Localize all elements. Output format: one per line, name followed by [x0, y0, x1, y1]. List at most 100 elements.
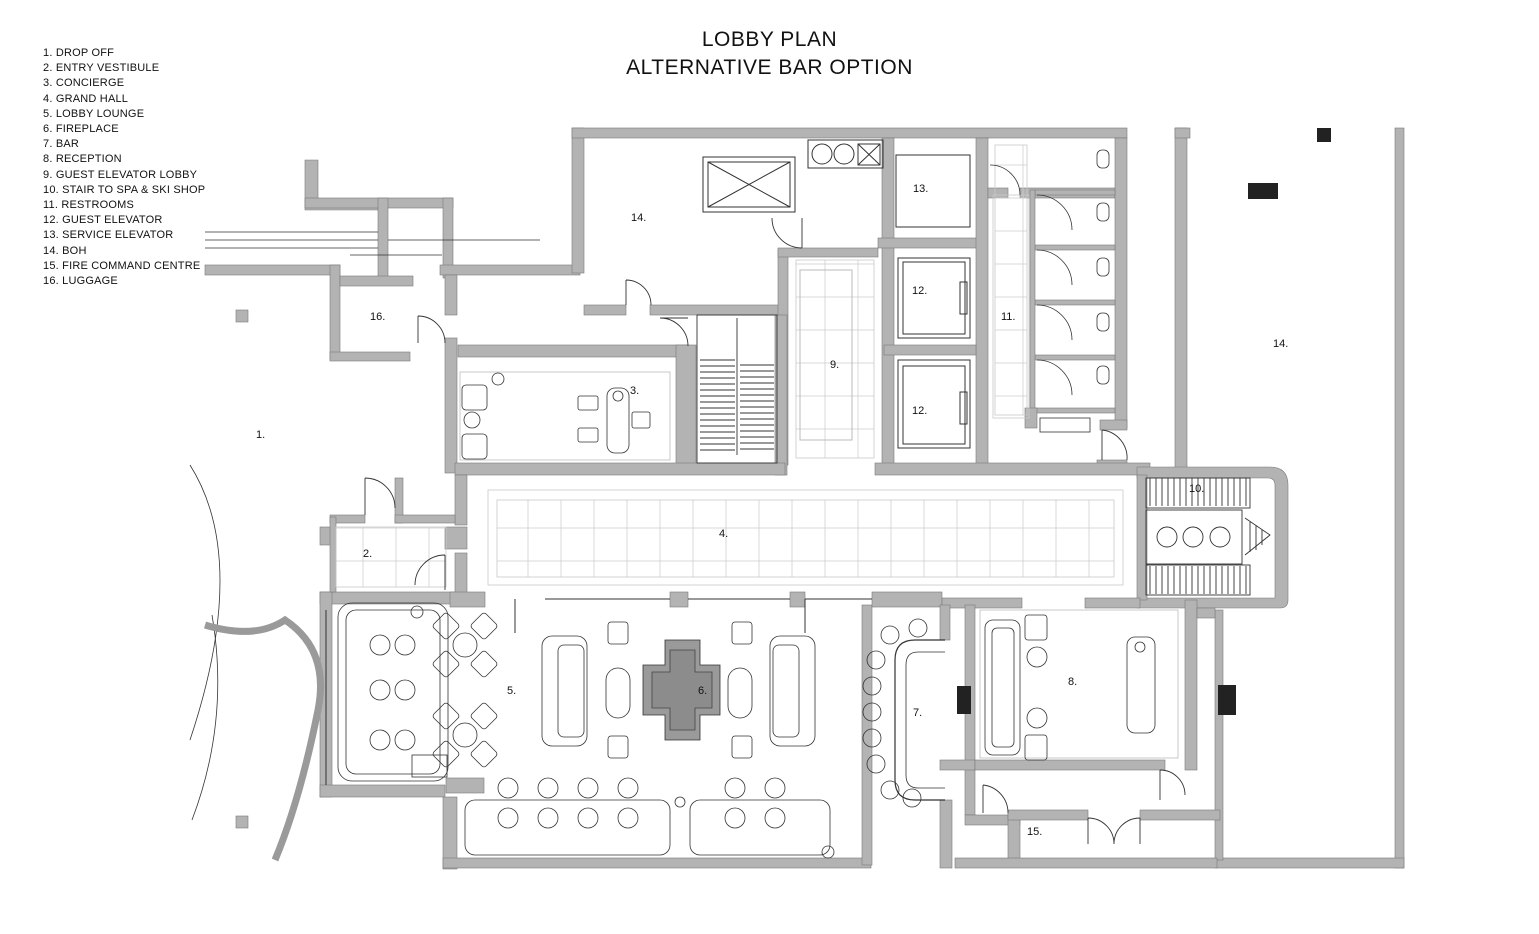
- room-label-service-elevator: 13.: [913, 183, 928, 195]
- ottoman: [727, 667, 753, 719]
- wall-segment: [329, 264, 341, 361]
- stool: [724, 777, 746, 799]
- dining-set: [432, 612, 498, 678]
- stair-treads: [1149, 566, 1247, 594]
- wall-segment: [675, 344, 697, 474]
- stool: [497, 807, 519, 829]
- wall-segment: [1034, 299, 1116, 306]
- wall-segment: [777, 247, 879, 258]
- wall-segment: [204, 264, 341, 276]
- wall-segment: [394, 514, 456, 524]
- dining-chair: [432, 740, 460, 768]
- wall-segment: [939, 799, 953, 869]
- plan-title-line2: ALTERNATIVE BAR OPTION: [626, 56, 913, 79]
- glazing: [325, 598, 872, 785]
- wall-segment: [319, 784, 446, 798]
- guest-elevator-car: [902, 261, 966, 335]
- legend-item-service-elevator: 13. SERVICE ELEVATOR: [43, 229, 174, 242]
- door-restroom: [1101, 429, 1128, 461]
- dining-chair: [470, 650, 498, 678]
- wall-segment: [1099, 419, 1128, 431]
- door-vestibule: [414, 554, 446, 590]
- shaft: [857, 143, 881, 166]
- concierge-desk: [606, 387, 630, 454]
- sofa-cushion: [772, 644, 800, 738]
- stairs: [696, 314, 1271, 596]
- mechanical-room: [807, 139, 884, 169]
- walls: [204, 127, 1405, 870]
- lounge-chair: [731, 621, 753, 645]
- mechanical-unit: [1248, 183, 1278, 199]
- wall-segment: [874, 462, 1151, 476]
- room-label-vestibule: 2.: [363, 548, 372, 560]
- door-swing: [989, 164, 1021, 196]
- elevator-counterweight: [959, 391, 968, 425]
- stair-treads: [700, 359, 735, 451]
- round-table: [1026, 646, 1048, 668]
- dining-table: [452, 632, 478, 658]
- spa-display: [1145, 509, 1243, 565]
- wall-segment: [449, 591, 486, 608]
- stool: [497, 777, 519, 799]
- wall-segment: [1394, 127, 1405, 869]
- banquette: [337, 602, 449, 782]
- wall-segment: [445, 777, 485, 794]
- lamp: [491, 372, 505, 386]
- wall-segment: [1174, 127, 1188, 474]
- wall-segment: [329, 351, 411, 362]
- legend-item-guest-elevator: 12. GUEST ELEVATOR: [43, 214, 163, 227]
- wall-segment: [571, 127, 1128, 139]
- lamp: [821, 845, 835, 859]
- drop-off-area: [189, 231, 540, 862]
- wall-segment: [444, 337, 458, 474]
- bar-stool: [866, 650, 886, 670]
- sink-counter: [1039, 417, 1091, 433]
- door-back: [982, 784, 1009, 814]
- dining-chair: [432, 650, 460, 678]
- room-label-stair-spa: 10.: [1189, 483, 1204, 495]
- dining-set: [432, 702, 498, 768]
- shaft-cross: [707, 161, 791, 208]
- wall-segment: [877, 237, 979, 249]
- room-label-elevator-lobby: 9.: [830, 359, 839, 371]
- restroom-vanity: [992, 194, 1030, 419]
- sofa-cushion: [991, 627, 1015, 748]
- door-vestibule: [364, 477, 396, 515]
- wall-segment: [1136, 474, 1148, 601]
- wall-segment: [1034, 244, 1116, 251]
- lounge-chair: [394, 679, 416, 701]
- dining-chair: [470, 702, 498, 730]
- lamp: [612, 390, 624, 402]
- elevator-lobby-tiles: [795, 259, 875, 459]
- floor-tiling: [335, 144, 1124, 588]
- door-boh: [625, 279, 652, 306]
- tank: [811, 143, 833, 165]
- wall-segment: [861, 604, 873, 866]
- chair: [1024, 734, 1048, 761]
- bar-stool: [880, 625, 900, 645]
- toilet: [1096, 202, 1110, 222]
- room-labels: 1. 2. 3. 4. 5. 6. 7. 8. 9. 10. 11. 12. 1…: [256, 183, 1288, 838]
- wall-segment: [571, 127, 585, 274]
- wall-segment: [1174, 127, 1191, 139]
- lamp: [1134, 641, 1146, 653]
- bar-furniture: [862, 618, 945, 808]
- lamp: [410, 605, 424, 619]
- lounge-chair: [369, 634, 391, 656]
- wall-segment: [329, 516, 337, 593]
- sofa: [984, 619, 1021, 756]
- stool: [764, 807, 786, 829]
- stool: [577, 807, 599, 829]
- fireplace-hearth: [651, 649, 713, 731]
- wall-segment: [871, 591, 943, 608]
- wall-segment: [1034, 407, 1116, 414]
- sofa: [769, 635, 816, 747]
- wall-segment: [1214, 857, 1405, 869]
- sofa: [541, 635, 588, 747]
- wall-segment: [649, 304, 783, 316]
- sofa-cushion: [557, 644, 585, 738]
- wall-segment: [1007, 809, 1089, 821]
- display-dish: [1156, 526, 1178, 548]
- bar-counter-inner: [905, 651, 945, 789]
- stool: [577, 777, 599, 799]
